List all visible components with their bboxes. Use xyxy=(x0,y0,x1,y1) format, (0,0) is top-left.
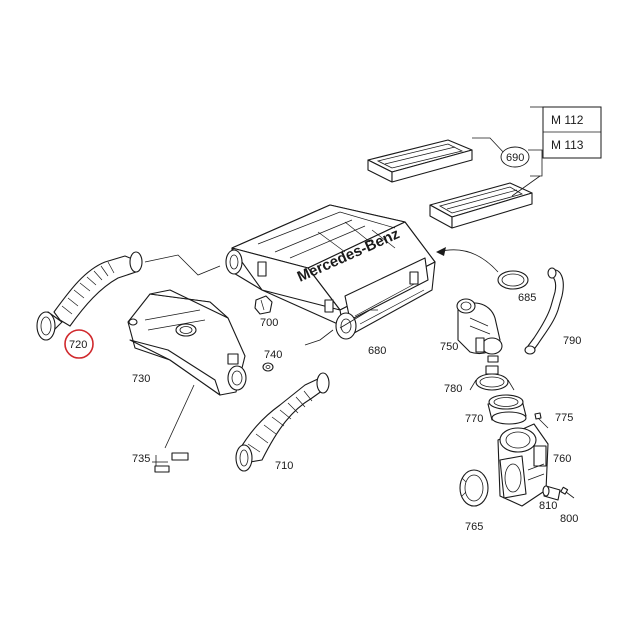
part-label-775[interactable]: 775 xyxy=(555,412,573,424)
part-label-740[interactable]: 740 xyxy=(264,349,282,361)
part-label-810[interactable]: 810 xyxy=(539,500,557,512)
hose-clamp-780[interactable] xyxy=(469,365,515,391)
engine-legend: M 112 M 113 xyxy=(530,106,602,159)
fastener-735[interactable] xyxy=(152,452,189,473)
breather-hose-790[interactable] xyxy=(524,267,564,355)
air-mass-sensor-750[interactable] xyxy=(456,298,503,363)
seal-ring-685[interactable] xyxy=(497,270,529,290)
throttle-housing-760[interactable] xyxy=(497,423,549,507)
air-filter-housing[interactable] xyxy=(225,204,436,340)
part-label-765[interactable]: 765 xyxy=(465,521,483,533)
part-label-780[interactable]: 780 xyxy=(444,383,462,395)
part-label-700[interactable]: 700 xyxy=(260,317,278,329)
part-label-750[interactable]: 750 xyxy=(440,341,458,353)
legend-box xyxy=(542,106,602,159)
part-label-710[interactable]: 710 xyxy=(275,460,293,472)
ring-clamp-765[interactable] xyxy=(459,469,489,507)
intake-hose-lower[interactable] xyxy=(235,372,330,472)
part-label-685[interactable]: 685 xyxy=(518,292,536,304)
part-label-770[interactable]: 770 xyxy=(465,413,483,425)
grommet-740[interactable] xyxy=(262,362,274,372)
clip-700[interactable] xyxy=(254,295,273,315)
callout-690 xyxy=(500,146,530,168)
part-label-760[interactable]: 760 xyxy=(553,453,571,465)
intake-scoop[interactable] xyxy=(127,289,247,396)
legend-row-m112: M 112 xyxy=(551,113,584,127)
part-label-730[interactable]: 730 xyxy=(132,373,150,385)
part-label-680[interactable]: 680 xyxy=(368,345,386,357)
coupling-770[interactable] xyxy=(487,394,527,425)
part-label-720[interactable]: 720 xyxy=(69,339,87,351)
part-label-735[interactable]: 735 xyxy=(132,453,150,465)
arrow-head xyxy=(436,247,446,256)
legend-row-m113: M 113 xyxy=(551,138,584,152)
part-label-790[interactable]: 790 xyxy=(563,335,581,347)
part-label-690[interactable]: 690 xyxy=(506,152,524,164)
screw-800[interactable] xyxy=(560,486,575,499)
highlight-circle-720 xyxy=(64,329,94,359)
intake-hose-upper[interactable] xyxy=(36,251,143,341)
bolt-775[interactable] xyxy=(534,412,549,429)
sensor-810[interactable] xyxy=(542,485,561,501)
part-label-800[interactable]: 800 xyxy=(560,513,578,525)
air-filter-elements[interactable] xyxy=(367,137,543,229)
